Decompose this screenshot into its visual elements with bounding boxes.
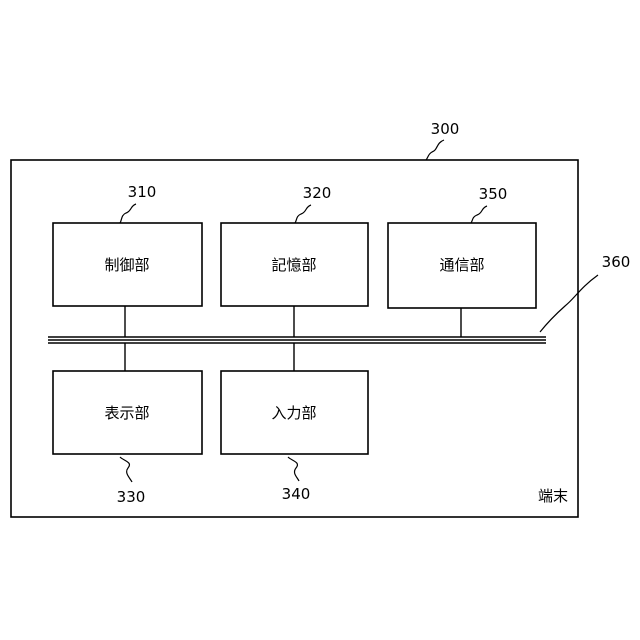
bus-ref: 360 [602,253,631,271]
storage-leader [295,205,311,223]
terminal-ref: 300 [431,120,460,138]
bus-leader [540,275,598,332]
terminal-leader [426,140,444,160]
display-leader [120,457,132,482]
communication-ref: 350 [479,185,508,203]
input-label: 入力部 [271,404,316,422]
communication-leader [471,206,487,223]
storage-label: 記憶部 [271,256,316,274]
terminal-label: 端末 [538,487,568,505]
input-leader [288,457,299,481]
communication-block: 通信部 350 [388,185,536,308]
storage-block: 記憶部 320 [221,184,368,306]
control-ref: 310 [128,183,157,201]
display-block: 表示部 330 [53,371,202,506]
display-ref: 330 [117,488,146,506]
input-ref: 340 [282,485,311,503]
display-label: 表示部 [104,404,149,422]
communication-label: 通信部 [439,256,484,274]
control-block: 制御部 310 [53,183,202,306]
input-block: 入力部 340 [221,371,368,503]
storage-ref: 320 [303,184,332,202]
terminal-outline [11,160,578,517]
control-leader [120,204,136,223]
control-label: 制御部 [104,256,149,274]
